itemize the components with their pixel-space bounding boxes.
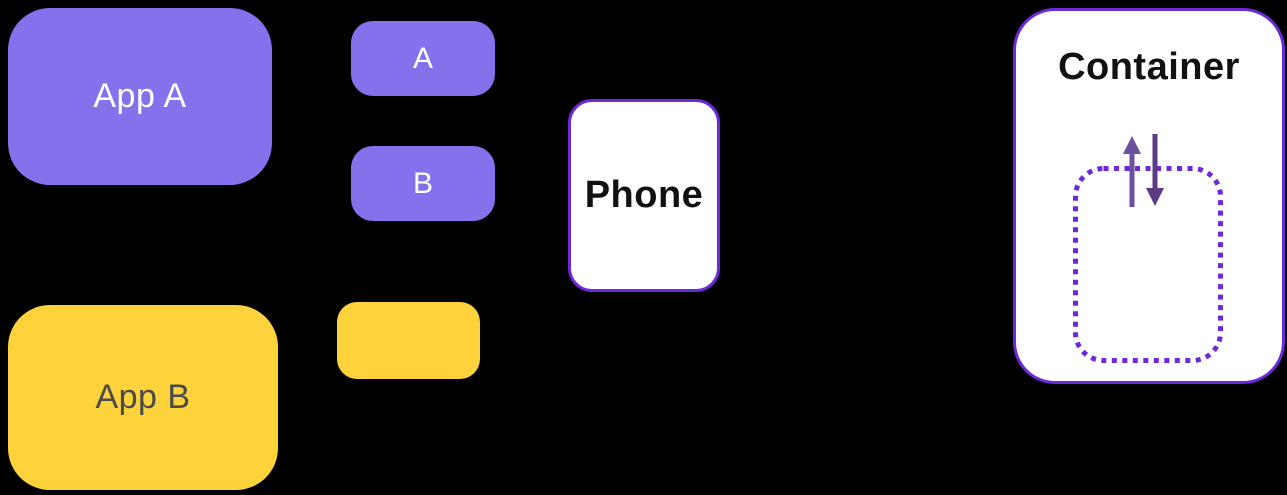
app-a-node: App A xyxy=(8,8,272,185)
mini-box-a: A xyxy=(351,21,495,96)
phone-node: Phone xyxy=(568,99,720,292)
app-b-label: App B xyxy=(95,378,191,416)
dotted-border-rect xyxy=(1073,166,1223,363)
transfer-arrows xyxy=(1123,134,1164,207)
mini-box-b-label: B xyxy=(412,166,433,200)
app-a-label: App A xyxy=(93,77,187,115)
container-node: Container xyxy=(1013,8,1285,384)
arrow-up-icon xyxy=(1123,136,1141,207)
mini-box-a-label: A xyxy=(412,41,433,75)
container-inner-dotted-box xyxy=(1073,166,1223,363)
mini-box-yellow xyxy=(337,302,480,379)
mini-box-b: B xyxy=(351,146,495,221)
arrow-down-icon xyxy=(1146,134,1164,206)
container-title: Container xyxy=(1058,46,1240,88)
phone-label: Phone xyxy=(584,174,704,216)
app-b-node: App B xyxy=(8,305,278,490)
